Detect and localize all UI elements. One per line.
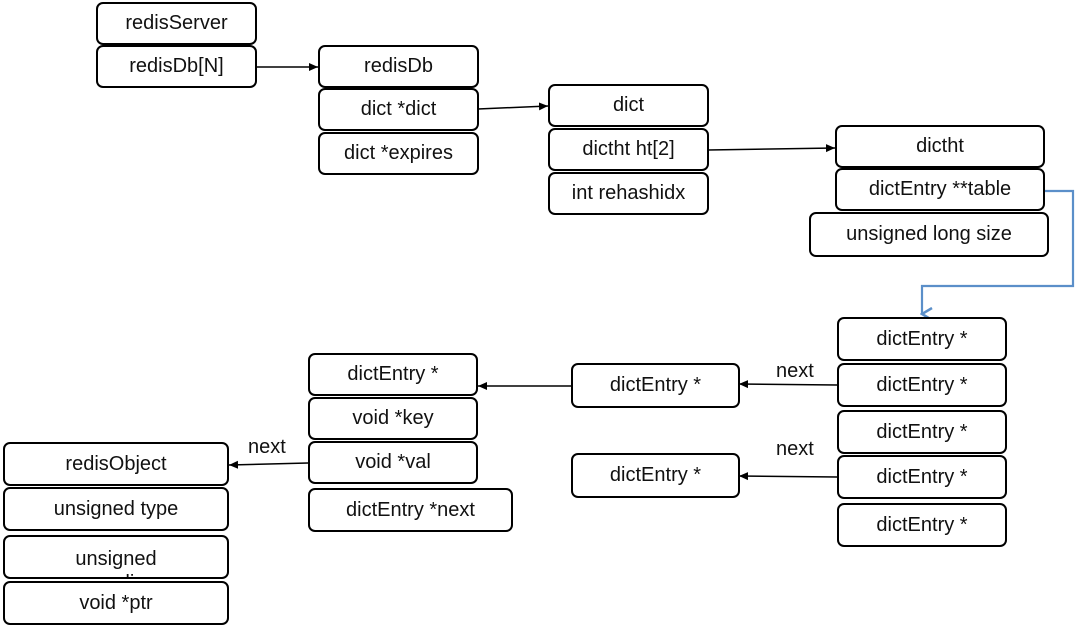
redis-object-ptr-box: void *ptr: [3, 581, 229, 625]
dictht-size-box: unsigned long size: [809, 212, 1049, 257]
chain-entry-a: dictEntry *: [571, 363, 740, 408]
redis-object-title-box: redisObject: [3, 442, 229, 486]
arrow-slot-to-chain-a: [738, 380, 838, 389]
dictht-title-box: dictht: [835, 125, 1045, 168]
redis-server-title-box: redisServer: [96, 2, 257, 45]
redis-object-encoding-text: unsigned encoding: [75, 548, 157, 577]
dict-title-box: dict: [548, 84, 709, 127]
dict-ht-box: dictht ht[2]: [548, 128, 709, 171]
arrow-db-to-dict: [477, 102, 549, 111]
redis-db-expires-box: dict *expires: [318, 132, 479, 175]
dict-entry-next-box: dictEntry *next: [308, 488, 513, 532]
arrow-slot-to-chain-b: [738, 472, 838, 481]
arrow-table-to-slots: [922, 189, 1075, 314]
table-slot-0: dictEntry *: [837, 317, 1007, 361]
redis-object-type-box: unsigned type: [3, 487, 229, 531]
next-label-b: next: [776, 438, 814, 460]
dictht-table-box: dictEntry **table: [835, 168, 1045, 211]
arrow-dict-to-dictht: [707, 144, 836, 153]
redis-db-title-box: redisDb: [318, 45, 479, 88]
dict-entry-key-box: void *key: [308, 397, 478, 440]
next-label-a: next: [776, 360, 814, 382]
redis-object-encoding-box: unsigned encoding: [3, 535, 229, 579]
dict-entry-title-box: dictEntry *: [308, 353, 478, 396]
table-slot-1: dictEntry *: [837, 363, 1007, 407]
chain-entry-b: dictEntry *: [571, 453, 740, 498]
redis-db-dict-box: dict *dict: [318, 88, 479, 131]
dict-rehash-box: int rehashidx: [548, 172, 709, 215]
table-slot-3: dictEntry *: [837, 455, 1007, 499]
next-label-object: next: [248, 436, 286, 458]
dict-entry-val-box: void *val: [308, 441, 478, 484]
table-slot-2: dictEntry *: [837, 410, 1007, 454]
table-slot-4: dictEntry *: [837, 503, 1007, 547]
redis-server-db-box: redisDb[N]: [96, 45, 257, 88]
arrow-val-to-object: [228, 460, 309, 469]
